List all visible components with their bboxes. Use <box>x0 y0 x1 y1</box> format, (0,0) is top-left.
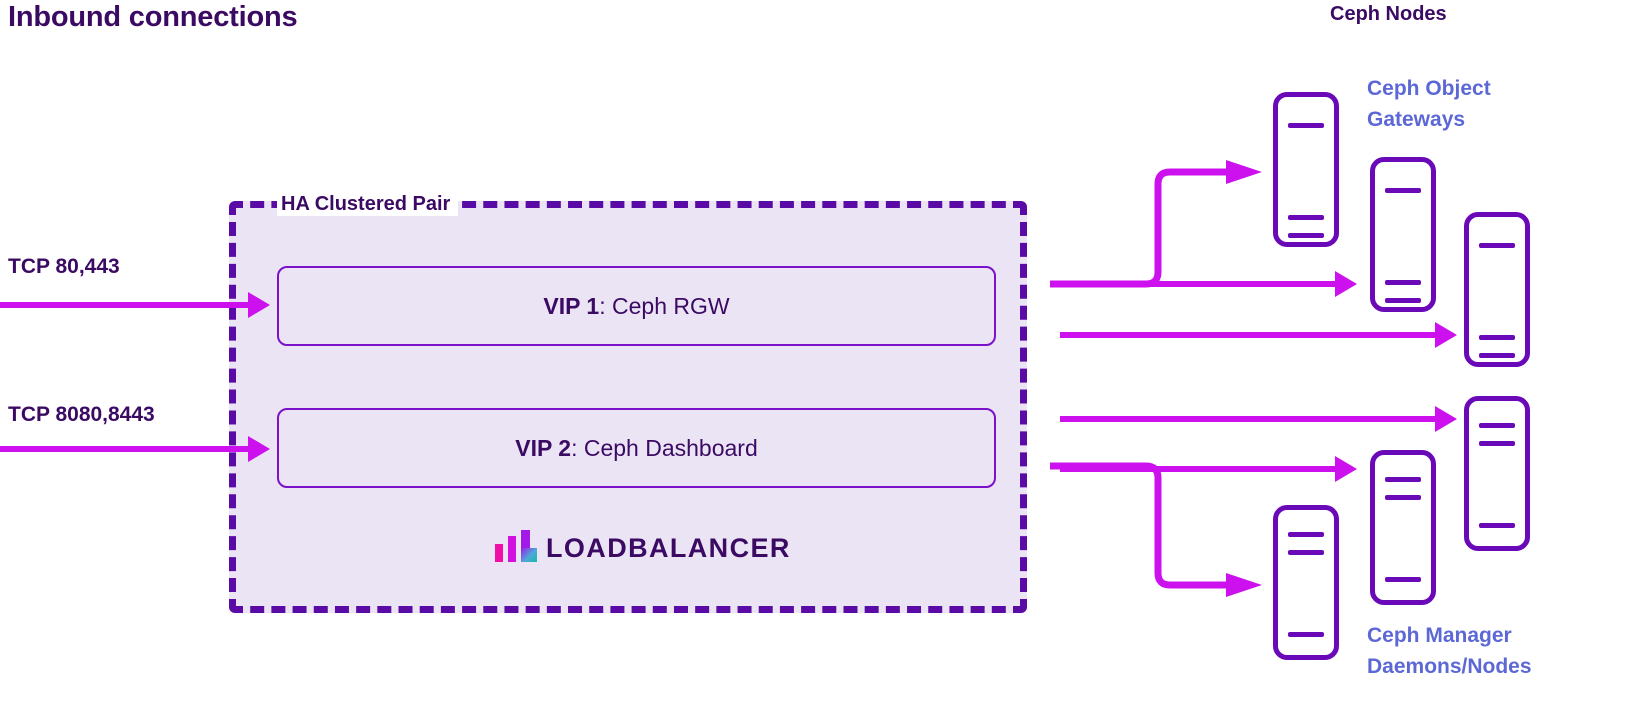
ceph-manager-daemons-label-line-1: Ceph Manager <box>1367 624 1512 647</box>
node-line <box>1385 477 1421 482</box>
inbound-arrow-2-head <box>248 436 270 462</box>
vip-2-name: VIP 2 <box>515 434 572 461</box>
mgr-elbow-connector-3 <box>1050 462 1262 597</box>
ceph-manager-daemons-label-line-2: Daemons/Nodes <box>1367 654 1532 678</box>
port-label-tcp-80-443: TCP 80,443 <box>8 255 120 278</box>
node-line <box>1479 523 1515 528</box>
node-line <box>1385 495 1421 500</box>
node-line <box>1479 423 1515 428</box>
node-line <box>1288 632 1324 637</box>
node-line <box>1385 298 1421 303</box>
ceph-object-gateways-label-line-2: Gateways <box>1367 107 1466 131</box>
vip-1-name: VIP 1 <box>543 292 600 319</box>
loadbalancer-logo: LOADBALANCER <box>495 528 791 562</box>
node-line <box>1479 243 1515 248</box>
mgr-arrow-1-head <box>1435 406 1457 432</box>
rgw-arrow-2-head <box>1335 271 1357 297</box>
logo-bar-3 <box>521 530 530 562</box>
page-title: Inbound connections <box>8 1 298 33</box>
ceph-manager-daemons-label: Ceph Manager Daemons/Nodes <box>1367 621 1532 683</box>
node-line <box>1479 353 1515 358</box>
rgw-arrow-3-line <box>1060 332 1440 338</box>
vip-1-service: Ceph RGW <box>612 292 730 319</box>
node-line <box>1385 577 1421 582</box>
logo-bar-4-gradient <box>521 548 537 562</box>
inbound-arrow-1-head <box>248 292 270 318</box>
ceph-object-gateway-node-1 <box>1273 92 1339 247</box>
ceph-nodes-heading: Ceph Nodes <box>1330 3 1447 25</box>
vip-2-separator: : <box>571 434 584 461</box>
vip-1-separator: : <box>599 292 613 319</box>
node-line <box>1385 188 1421 193</box>
ceph-object-gateway-node-2 <box>1370 157 1436 312</box>
mgr-arrow-1-line <box>1060 416 1440 422</box>
node-line <box>1385 280 1421 285</box>
ceph-manager-node-2 <box>1370 450 1436 605</box>
node-line <box>1479 441 1515 446</box>
port-label-tcp-8080-8443: TCP 8080,8443 <box>8 403 155 426</box>
rgw-elbow-connector-1 <box>1050 160 1262 288</box>
logo-bar-1 <box>495 544 503 562</box>
ceph-object-gateways-label-line-1: Ceph Object <box>1367 77 1491 100</box>
rgw-arrow-3-head <box>1435 322 1457 348</box>
vip-1-text: VIP 1: Ceph RGW <box>543 293 729 320</box>
node-line <box>1288 215 1324 220</box>
node-line <box>1288 233 1324 238</box>
loadbalancer-bars-icon <box>495 530 537 562</box>
node-line <box>1288 532 1324 537</box>
loadbalancer-wordmark: LOADBALANCER <box>546 533 791 564</box>
ceph-object-gateways-label: Ceph Object Gateways <box>1367 74 1491 136</box>
node-line <box>1288 123 1324 128</box>
node-line <box>1479 335 1515 340</box>
node-line <box>1288 550 1324 555</box>
vip-2-box[interactable]: VIP 2: Ceph Dashboard <box>277 408 996 488</box>
ceph-manager-node-3 <box>1273 505 1339 660</box>
rgw-arrow-2-line <box>1060 281 1340 287</box>
inbound-arrow-1-line <box>0 302 252 308</box>
mgr-arrow-2-line <box>1060 466 1340 472</box>
ceph-object-gateway-node-3 <box>1464 212 1530 367</box>
mgr-arrow-2-head <box>1335 456 1357 482</box>
ceph-manager-node-1 <box>1464 396 1530 551</box>
vip-2-service: Ceph Dashboard <box>583 434 758 461</box>
ha-clustered-pair-label: HA Clustered Pair <box>277 193 459 216</box>
inbound-arrow-2-line <box>0 446 252 452</box>
vip-1-box[interactable]: VIP 1: Ceph RGW <box>277 266 996 346</box>
logo-bar-2 <box>508 536 516 562</box>
vip-2-text: VIP 2: Ceph Dashboard <box>515 435 758 462</box>
